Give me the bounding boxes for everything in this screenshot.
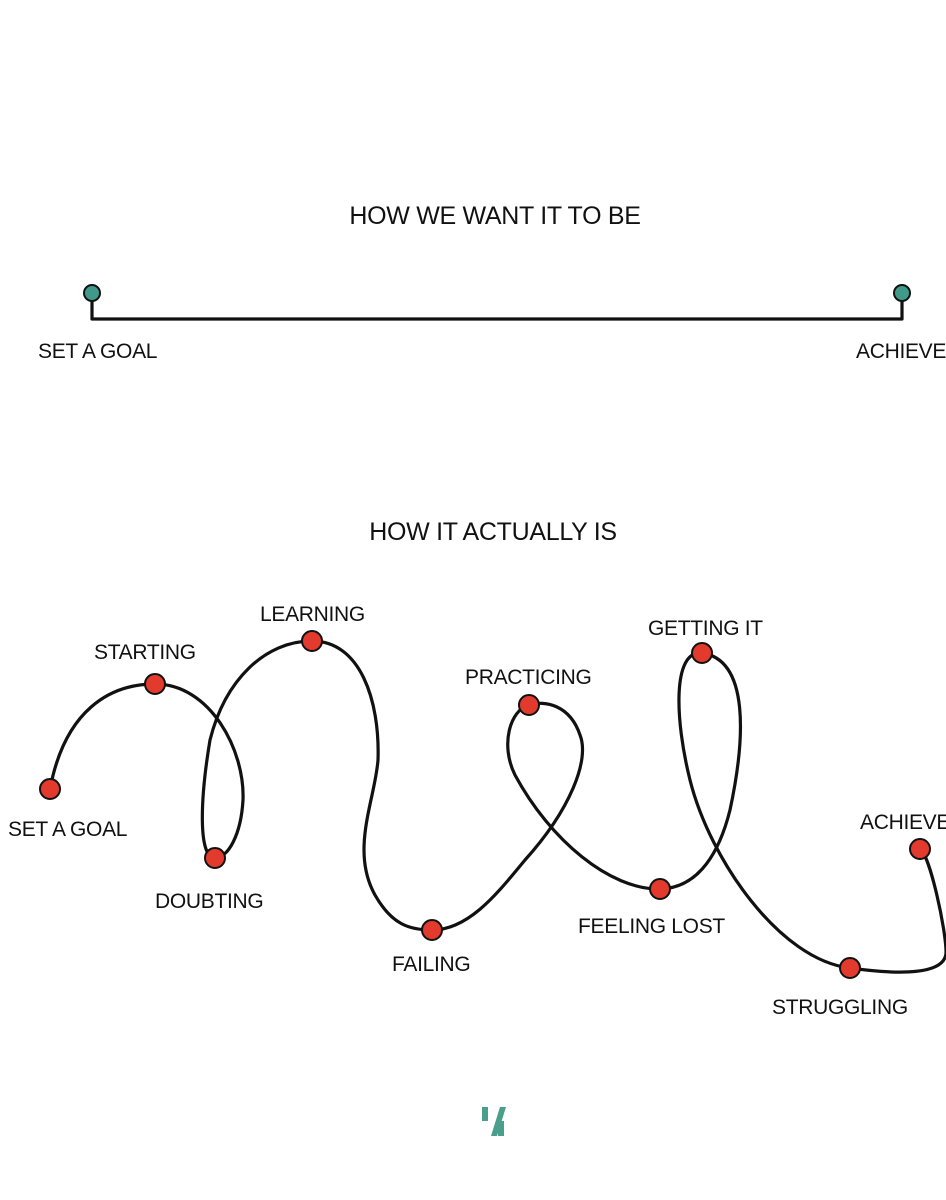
node-feeling-lost [649,878,671,900]
ideal-end-label: ACHIEVE [856,340,946,363]
label-starting: STARTING [94,641,196,664]
label-doubting: DOUBTING [155,890,263,913]
label-practicing: PRACTICING [465,666,592,689]
node-set-a-goal [39,778,61,800]
label-feeling-lost: FEELING LOST [578,915,725,938]
node-learning [301,630,323,652]
actual-title: HOW IT ACTUALLY IS [369,518,616,546]
node-starting [144,673,166,695]
stage-nodes [39,630,931,979]
node-practicing [518,694,540,716]
ideal-start-label: SET A GOAL [38,340,157,363]
node-getting-it [691,642,713,664]
label-struggling: STRUGGLING [772,996,908,1019]
label-achieve: ACHIEVE [860,811,946,834]
node-struggling [839,957,861,979]
label-getting-it: GETTING IT [648,617,763,640]
label-set-a-goal: SET A GOAL [8,818,127,841]
label-learning: LEARNING [260,603,365,626]
stage-labels: SET A GOAL STARTING DOUBTING LEARNING FA… [8,603,946,1019]
actual-section: HOW IT ACTUALLY IS SET A GOAL STARTING D… [8,518,946,1019]
node-failing [421,919,443,941]
ideal-title: HOW WE WANT IT TO BE [349,202,640,230]
ideal-end-node [893,284,911,302]
node-achieve [909,838,931,860]
brand-logo-icon [482,1107,506,1136]
ideal-section: HOW WE WANT IT TO BE SET A GOAL ACHIEVE [38,202,946,363]
ideal-straight-path [90,299,904,321]
actual-winding-path [48,639,946,974]
ideal-start-node [83,284,101,302]
node-doubting [204,847,226,869]
label-failing: FAILING [392,953,470,976]
